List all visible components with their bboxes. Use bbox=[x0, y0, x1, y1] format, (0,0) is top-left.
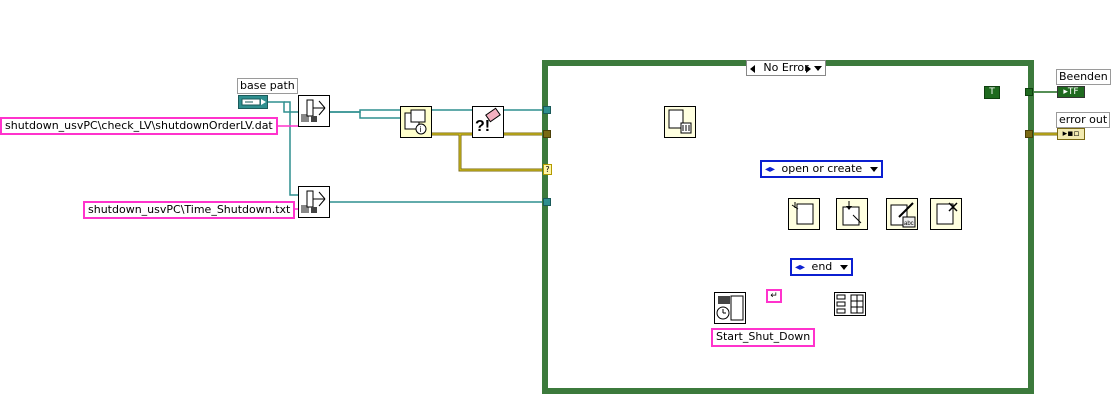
error-out-label: error out bbox=[1056, 112, 1111, 128]
date-time-node[interactable] bbox=[714, 292, 746, 324]
start-shut-down-constant[interactable]: Start_Shut_Down bbox=[711, 328, 816, 347]
open-mode-enum-value: open or create bbox=[781, 162, 863, 175]
case-selector-value: No Error bbox=[763, 61, 809, 74]
get-date-time-icon bbox=[716, 295, 744, 321]
file-position-enum-value: end bbox=[811, 260, 833, 273]
boolean-tunnel-right bbox=[1025, 88, 1033, 96]
path-constant-time-shutdown[interactable]: shutdown_usvPC\Time_Shutdown.txt bbox=[83, 201, 296, 219]
build-path-icon bbox=[301, 190, 326, 213]
newline-string-constant[interactable]: ↵ bbox=[766, 289, 782, 303]
path-tunnel-bottom bbox=[543, 198, 551, 206]
true-constant[interactable]: T bbox=[984, 86, 1000, 99]
file-position-enum[interactable]: ◂▸ end bbox=[790, 258, 853, 276]
open-file-node[interactable] bbox=[788, 198, 820, 230]
path-control-icon bbox=[241, 98, 266, 106]
return-arrow-icon: ↵ bbox=[770, 291, 778, 301]
boolean-indicator-icon: ▸TF bbox=[1063, 87, 1079, 97]
build-path-icon bbox=[301, 99, 326, 122]
write-text-file-node[interactable]: abc bbox=[886, 198, 918, 230]
base-path-control[interactable] bbox=[238, 95, 268, 109]
error-out-indicator[interactable]: ▸▪▫ bbox=[1057, 128, 1085, 140]
concatenate-node[interactable] bbox=[834, 292, 866, 316]
error-check-node[interactable]: ?! bbox=[472, 106, 504, 138]
case-selector[interactable]: No Error bbox=[746, 60, 826, 76]
error-cluster-icon: ▸▪▫ bbox=[1062, 129, 1080, 139]
write-text-file-icon: abc bbox=[890, 202, 916, 228]
error-check-icon: ?! bbox=[475, 107, 501, 135]
svg-text:abc: abc bbox=[904, 221, 914, 227]
set-file-position-node[interactable] bbox=[836, 198, 868, 230]
file-info-node[interactable]: i bbox=[400, 106, 432, 138]
close-file-node[interactable] bbox=[930, 198, 962, 230]
build-path-node-2[interactable] bbox=[298, 186, 330, 218]
svg-text:i: i bbox=[420, 125, 422, 134]
error-tunnel-left bbox=[543, 130, 551, 138]
open-create-file-icon bbox=[791, 202, 814, 225]
error-tunnel-yellow: ? bbox=[543, 164, 552, 175]
true-constant-text: T bbox=[989, 87, 995, 97]
delete-file-icon bbox=[668, 109, 692, 134]
error-tunnel-right bbox=[1025, 130, 1033, 138]
set-file-position-icon bbox=[842, 201, 862, 226]
enum-increment-icon: ◂▸ bbox=[765, 164, 776, 175]
case-selector-next-icon[interactable] bbox=[806, 65, 811, 73]
build-path-node-1[interactable] bbox=[298, 95, 330, 127]
concatenate-strings-icon bbox=[836, 294, 864, 314]
close-file-icon bbox=[936, 202, 958, 225]
enum-dropdown-icon bbox=[869, 166, 878, 172]
beenden-label: Beenden bbox=[1056, 69, 1111, 85]
base-path-label: base path bbox=[237, 78, 298, 94]
path-tunnel-top bbox=[543, 106, 551, 114]
file-info-icon: i bbox=[404, 109, 427, 135]
case-selector-dropdown-icon[interactable] bbox=[814, 66, 822, 71]
enum-increment-icon: ◂▸ bbox=[795, 262, 806, 273]
path-constant-shutdown-order[interactable]: shutdown_usvPC\check_LV\shutdownOrderLV.… bbox=[0, 117, 278, 135]
beenden-indicator[interactable]: ▸TF bbox=[1057, 86, 1085, 98]
svg-text:?!: ?! bbox=[475, 118, 490, 135]
open-mode-enum[interactable]: ◂▸ open or create bbox=[760, 160, 883, 178]
enum-dropdown-icon bbox=[839, 264, 848, 270]
case-selector-prev-icon[interactable] bbox=[750, 65, 755, 73]
delete-file-node[interactable] bbox=[664, 106, 696, 138]
